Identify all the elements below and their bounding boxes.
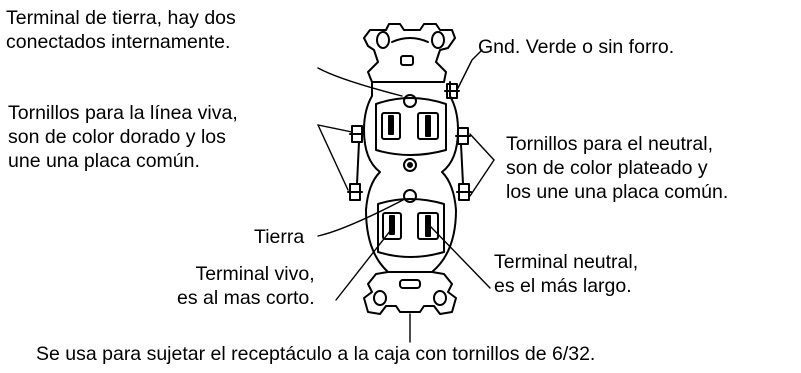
strap-slot xyxy=(400,55,414,66)
label-tierra: Tierra xyxy=(254,226,305,248)
strap-hole-left xyxy=(376,31,390,49)
upper-outlet xyxy=(375,94,447,156)
bottom-mounting-strap xyxy=(363,271,457,315)
lower-live-slot xyxy=(389,215,395,235)
label-live-screws: Tornillos para la línea viva, son de col… xyxy=(8,102,238,172)
strap-hole-right-bottom xyxy=(433,290,447,306)
top-mounting-strap xyxy=(363,23,456,83)
receptacle-body xyxy=(363,81,459,273)
leader-lines xyxy=(317,49,495,343)
strap-slot-bottom xyxy=(399,279,421,289)
label-ground-terminal: Terminal de tierra, hay dos conectados i… xyxy=(6,7,236,53)
strap-hole-left-bottom xyxy=(373,290,387,306)
neutral-screws xyxy=(455,127,472,201)
ground-screw xyxy=(444,83,460,99)
label-live-terminal: Terminal vivo, es al mas corto. xyxy=(177,263,315,309)
label-neutral-terminal: Terminal neutral, es el más largo. xyxy=(494,251,639,297)
lower-outlet xyxy=(377,189,445,258)
lower-ground-hole xyxy=(403,189,417,203)
label-neutral-screws: Tornillos para el neutral, son de color … xyxy=(506,133,729,203)
label-gnd: Gnd. Verde o sin forro. xyxy=(478,36,675,58)
upper-neutral-slot xyxy=(425,115,431,137)
upper-ground-hole xyxy=(403,94,417,108)
strap-hole-right xyxy=(431,31,445,49)
live-screws xyxy=(347,125,365,201)
center-screw xyxy=(403,158,417,172)
label-mounting: Se usa para sujetar el receptáculo a la … xyxy=(36,343,596,365)
upper-live-slot xyxy=(388,115,394,135)
